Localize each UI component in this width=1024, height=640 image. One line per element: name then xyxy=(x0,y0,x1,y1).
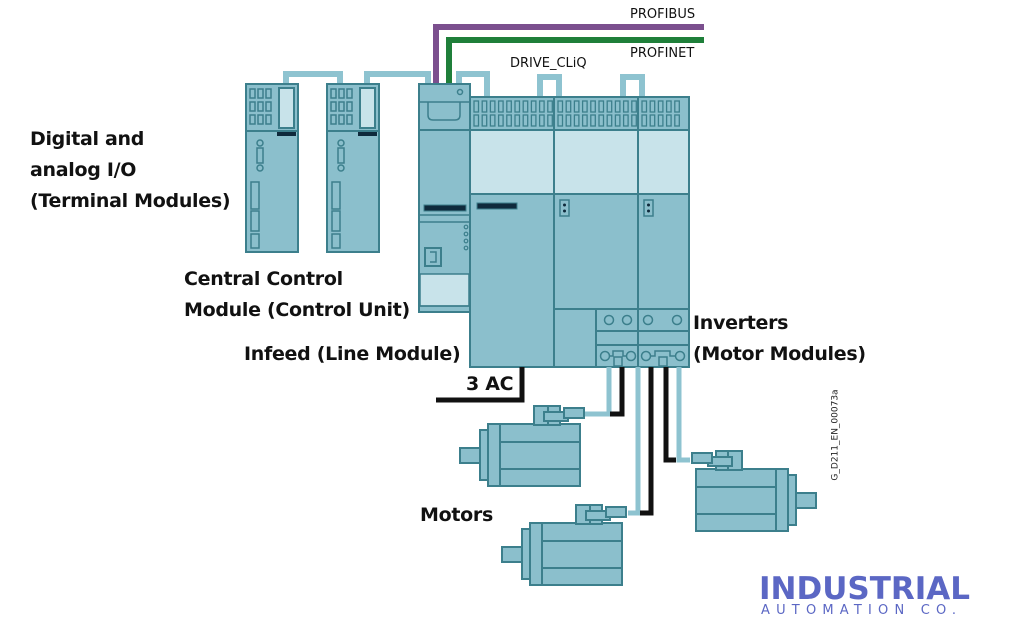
profinet-cable xyxy=(446,37,704,86)
fin-slot xyxy=(614,100,621,113)
fin-slot xyxy=(557,100,564,113)
fin-slot xyxy=(506,114,512,127)
terminal-module-2 xyxy=(326,83,380,253)
fin-slot xyxy=(489,114,496,127)
fin-slot xyxy=(538,100,545,113)
motors-label: Motors xyxy=(420,504,493,526)
fin-slot xyxy=(522,114,529,127)
fin-slot xyxy=(631,100,637,113)
figure-id-label: G_D211_EN_00073a xyxy=(830,389,841,481)
fin-slot xyxy=(530,100,537,113)
fin-slot xyxy=(657,114,664,127)
drive-cliq-label: DRIVE_CLiQ xyxy=(510,56,587,71)
fin-slot xyxy=(573,100,580,113)
fin-slot xyxy=(547,100,553,113)
fin-slot xyxy=(547,114,553,127)
fin-slot xyxy=(489,100,496,113)
fin-slot xyxy=(649,114,656,127)
fin-slot xyxy=(641,114,648,127)
terminal-modules-label: Digital and analog I/O (Terminal Modules… xyxy=(30,124,231,217)
fin-slot xyxy=(481,114,488,127)
terminal-module-1 xyxy=(245,83,299,253)
motor-cables xyxy=(585,367,690,516)
fin-slot xyxy=(622,114,629,127)
fin-slot xyxy=(649,100,656,113)
terminal-modules-label-line-2: analog I/O xyxy=(30,159,137,181)
fin-slot xyxy=(514,100,521,113)
fin-slot xyxy=(481,100,488,113)
fin-slot xyxy=(657,100,664,113)
logo-name: INDUSTRIAL xyxy=(759,571,971,607)
inverters-label-line-2: (Motor Modules) xyxy=(693,343,866,365)
logo-subtitle: AUTOMATION CO. xyxy=(761,603,963,618)
fin-slot xyxy=(606,100,613,113)
infeed-label: Infeed (Line Module) xyxy=(244,343,461,365)
heatsink-fins xyxy=(473,100,680,127)
fin-slot xyxy=(530,114,537,127)
motor-2 xyxy=(501,504,627,586)
terminal-modules-label-line-3: (Terminal Modules) xyxy=(30,190,231,212)
fin-slot xyxy=(614,114,621,127)
fin-slot xyxy=(590,114,596,127)
fin-slot xyxy=(497,100,504,113)
fin-slot xyxy=(506,100,512,113)
fin-slot xyxy=(581,100,588,113)
control-unit-label: Central Control Module (Control Unit) xyxy=(184,264,410,326)
fin-slot xyxy=(522,100,529,113)
fin-slot xyxy=(497,114,504,127)
power-supply-label: 3 AC xyxy=(466,373,514,395)
fin-slot xyxy=(565,100,572,113)
fin-slot xyxy=(557,114,564,127)
profibus-label: PROFIBUS xyxy=(630,7,696,22)
fin-slot xyxy=(473,114,480,127)
fin-slot xyxy=(665,114,672,127)
fin-slot xyxy=(631,114,637,127)
inverters-label: Inverters (Motor Modules) xyxy=(693,308,866,370)
control-unit-label-line-1: Central Control xyxy=(184,268,343,290)
power-supply-cable xyxy=(436,367,525,403)
fin-slot xyxy=(565,114,572,127)
fin-slot xyxy=(573,114,580,127)
terminal-modules-label-line-1: Digital and xyxy=(30,128,145,150)
control-unit-label-line-2: Module (Control Unit) xyxy=(184,299,410,321)
inverters-label-line-1: Inverters xyxy=(693,312,789,334)
fin-slot xyxy=(581,114,588,127)
fin-slot xyxy=(674,100,680,113)
fin-slot xyxy=(473,100,480,113)
fin-slot xyxy=(538,114,545,127)
drive-cliq-links xyxy=(283,71,645,97)
fin-slot xyxy=(665,100,672,113)
motor-1 xyxy=(459,405,585,487)
fin-slot xyxy=(590,100,596,113)
profibus-cable xyxy=(433,24,704,86)
fin-slot xyxy=(606,114,613,127)
fin-slot xyxy=(514,114,521,127)
control-unit xyxy=(418,83,471,313)
fin-slot xyxy=(674,114,680,127)
fin-slot xyxy=(622,100,629,113)
motor-3 xyxy=(691,450,817,532)
motor-module-single xyxy=(637,96,690,368)
fin-slot xyxy=(598,114,605,127)
fin-slot xyxy=(641,100,648,113)
line-module xyxy=(469,96,555,368)
profinet-label: PROFINET xyxy=(630,46,695,61)
fin-slot xyxy=(598,100,605,113)
motor-module-double xyxy=(553,96,639,368)
